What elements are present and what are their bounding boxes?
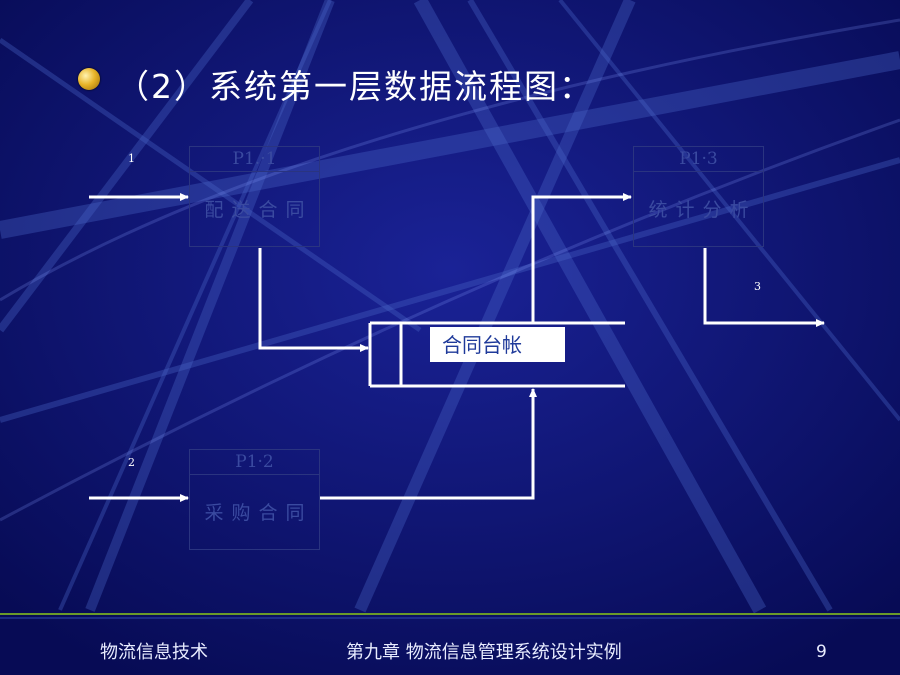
flow-p12-to-store bbox=[320, 388, 537, 500]
process-p1-1: P1.·1 配送合同 bbox=[189, 146, 320, 247]
footer-divider bbox=[0, 613, 900, 619]
process-id: P1·2 bbox=[190, 450, 319, 475]
process-p1-3: P1·3 统计分析 bbox=[633, 146, 764, 247]
data-store-shape bbox=[368, 321, 625, 388]
flow-p11-to-store bbox=[258, 248, 369, 352]
process-name: 采购合同 bbox=[204, 502, 313, 524]
bullet-icon bbox=[78, 68, 100, 90]
flow-store-to-p13 bbox=[531, 193, 632, 323]
footer-chapter-title: 第九章 物流信息管理系统设计实例 bbox=[346, 642, 622, 663]
slide-title: （2）系统第一层数据流程图： bbox=[116, 67, 594, 106]
footer-course-name: 物流信息技术 bbox=[100, 642, 208, 663]
process-name: 统计分析 bbox=[648, 199, 757, 221]
process-id: P1·3 bbox=[634, 147, 763, 172]
process-name: 配送合同 bbox=[204, 199, 313, 221]
process-p1-2: P1·2 采购合同 bbox=[189, 449, 320, 550]
flow-3-line bbox=[703, 248, 825, 327]
page-number: 9 bbox=[816, 642, 827, 662]
flow-label-2: 2 bbox=[128, 456, 135, 469]
data-store-label: 合同台帐 bbox=[430, 327, 565, 362]
flow-label-1: 1 bbox=[128, 152, 135, 165]
process-id: P1.·1 bbox=[190, 147, 319, 172]
flow-label-3: 3 bbox=[754, 280, 761, 293]
